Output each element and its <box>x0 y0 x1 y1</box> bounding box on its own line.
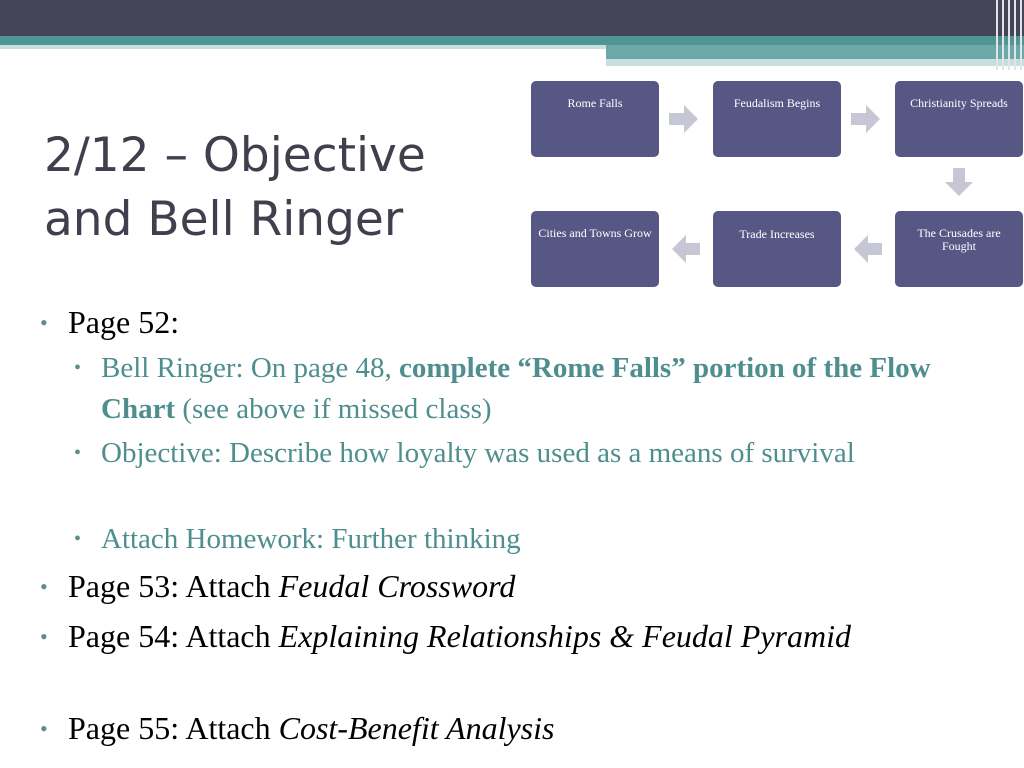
slide-title-line-1: 2/12 – Objective <box>44 128 426 183</box>
bullet-icon: • <box>74 528 82 550</box>
list-item-objective: • Objective: Describe how loyalty was us… <box>74 433 981 474</box>
list-item-page-54: • Page 54: Attach Explaining Relationshi… <box>40 616 968 656</box>
bullet-icon: • <box>74 442 82 464</box>
list-item-bell-ringer: • Bell Ringer: On page 48, complete “Rom… <box>74 348 981 430</box>
flow-node-rome-falls: Rome Falls <box>531 81 659 157</box>
slide-title: 2/12 – Objective and Bell Ringer <box>44 124 514 252</box>
header-stripes <box>994 0 1024 70</box>
flow-node-christianity-spreads: Christianity Spreads <box>895 81 1023 157</box>
bullet-icon: • <box>40 310 48 335</box>
list-item-page-55: • Page 55: Attach Cost-Benefit Analysis <box>40 708 968 748</box>
header-pale-band <box>0 45 606 49</box>
flow-node-crusades-fought: The Crusades are Fought <box>895 211 1023 287</box>
header-teal-band <box>0 36 1024 45</box>
header-teal-step <box>606 45 1024 59</box>
flow-node-cities-towns-grow: Cities and Towns Grow <box>531 211 659 287</box>
header-bar <box>0 0 1024 36</box>
arrow-right-icon <box>851 105 880 133</box>
list-item-page-52: • Page 52: <box>40 302 968 342</box>
list-item-page-53: • Page 53: Attach Feudal Crossword <box>40 566 968 606</box>
arrow-left-icon <box>672 235 700 263</box>
header-pale-step <box>606 59 1024 66</box>
list-item-homework: • Attach Homework: Further thinking <box>74 519 981 560</box>
arrow-down-icon <box>945 168 973 196</box>
bullet-icon: • <box>40 624 48 649</box>
bullet-icon: • <box>40 716 48 741</box>
bullet-icon: • <box>74 357 82 379</box>
bullet-icon: • <box>40 574 48 599</box>
flow-node-feudalism-begins: Feudalism Begins <box>713 81 841 157</box>
arrow-right-icon <box>669 105 698 133</box>
slide-title-line-2: and Bell Ringer <box>44 192 404 247</box>
flow-node-trade-increases: Trade Increases <box>713 211 841 287</box>
arrow-left-icon <box>854 235 882 263</box>
